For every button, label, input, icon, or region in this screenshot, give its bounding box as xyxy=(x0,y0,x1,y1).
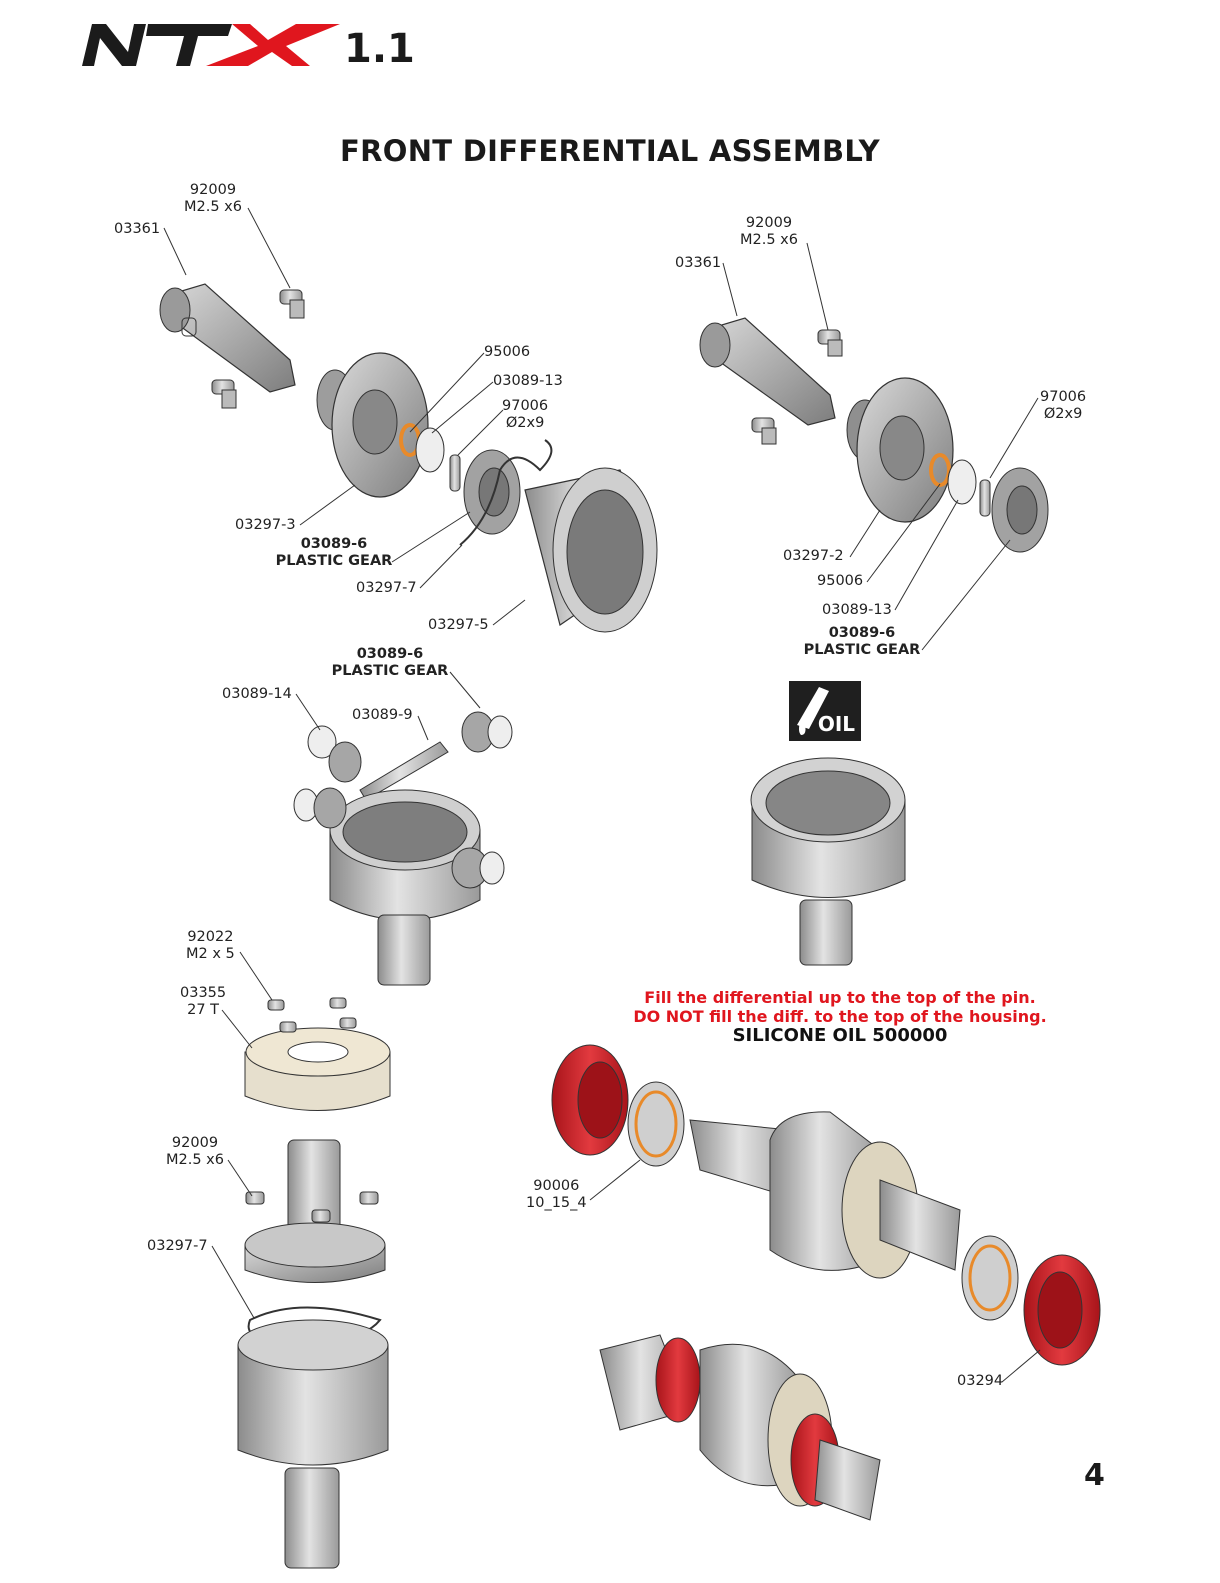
tl-screw-label: 92009 M2.5 x6 xyxy=(184,182,242,216)
tl-pin-code: 97006 xyxy=(502,398,549,414)
ll-screw-label: 92022 M2 x 5 xyxy=(186,929,235,963)
tl-case-label: 03297-3 xyxy=(235,517,296,533)
lower-right-finished-assembly xyxy=(599,1334,881,1521)
tr-screw-size: M2.5 x6 xyxy=(740,232,798,248)
tl-oring-label: 95006 xyxy=(484,344,531,360)
page-number: 4 xyxy=(1084,1458,1105,1493)
top-right-bevel-gear xyxy=(991,467,1049,553)
top-right-screws xyxy=(751,329,843,445)
ll-pulley-teeth: 27 T xyxy=(187,1002,220,1018)
tl-gear-label: 03089-6 PLASTIC GEAR xyxy=(274,536,394,570)
top-left-pin xyxy=(449,454,461,492)
mid-gear-code: 03089-6 xyxy=(356,646,424,662)
lr-bearing-label: 90006 10_15_4 xyxy=(526,1178,587,1212)
oil-can-icon xyxy=(797,687,829,735)
lower-right-bearing-holder-left xyxy=(551,1044,629,1156)
lower-left-pulley xyxy=(244,997,391,1111)
middle-left-diff-internals xyxy=(293,711,513,986)
top-left-screws xyxy=(211,289,305,409)
ll-pulley-label: 03355 27 T xyxy=(180,985,226,1019)
mid-gear-label: 03089-6 PLASTIC GEAR xyxy=(330,646,450,680)
tr-outdrive-label: 03361 xyxy=(675,255,722,271)
tl-housing-label: 03297-5 xyxy=(428,617,489,633)
top-right-oring xyxy=(929,453,951,487)
lr-holder-label: 03294 xyxy=(957,1373,1004,1389)
ntx-logo-mark xyxy=(82,24,340,66)
top-right-outdrive xyxy=(699,317,836,426)
tr-pin-size: Ø2x9 xyxy=(1043,406,1083,422)
tl-gear-code: 03089-6 xyxy=(300,536,368,552)
top-left-outdrive xyxy=(159,283,296,393)
ll-screw-code: 92022 xyxy=(187,929,234,945)
oil-note-line1: Fill the differential up to the top of t… xyxy=(644,988,1036,1007)
ll-gasket-label: 03297-7 xyxy=(147,1238,208,1254)
top-right-washer xyxy=(947,459,977,505)
tl-pin-size: Ø2x9 xyxy=(505,415,545,431)
oil-note-line3: SILICONE OIL 500000 xyxy=(732,1025,948,1046)
ll-screw-size: M2 x 5 xyxy=(186,946,235,962)
tr-oring-label: 95006 xyxy=(817,573,864,589)
lower-left-housing xyxy=(237,1319,389,1569)
tr-washer-label: 03089-13 xyxy=(822,602,892,618)
logo-version: 1.1 xyxy=(344,26,415,72)
oil-icon: OIL xyxy=(789,681,861,741)
tr-gear-label: 03089-6 PLASTIC GEAR xyxy=(802,625,922,659)
ll-screw2-code: 92009 xyxy=(171,1135,219,1151)
tr-pin-label: 97006 Ø2x9 xyxy=(1040,389,1086,423)
leader-lines xyxy=(163,207,1041,1383)
ll-pulley-code: 03355 xyxy=(180,985,227,1001)
tr-pin-code: 97006 xyxy=(1040,389,1087,405)
mid-pin-label: 03089-9 xyxy=(352,707,413,723)
middle-right-diff-filled xyxy=(750,757,906,966)
tr-case-label: 03297-2 xyxy=(783,548,844,564)
lr-bearing-size: 10_15_4 xyxy=(526,1195,587,1211)
tl-screw-code: 92009 xyxy=(189,182,237,198)
top-left-gasket xyxy=(459,439,553,546)
tl-washer-label: 03089-13 xyxy=(493,373,563,389)
page-title: FRONT DIFFERENTIAL ASSEMBLY xyxy=(340,134,880,168)
top-left-diff-case xyxy=(316,352,429,498)
lower-left-diff-with-outdrive xyxy=(244,1139,386,1283)
oil-fill-note: Fill the differential up to the top of t… xyxy=(540,988,1140,1045)
top-left-housing xyxy=(524,467,658,633)
lower-right-bearing-right xyxy=(961,1235,1019,1321)
top-right-diff-case xyxy=(846,377,954,523)
tl-gasket-label: 03297-7 xyxy=(356,580,417,596)
tr-screw-label: 92009 M2.5 x6 xyxy=(740,215,798,249)
top-left-washer xyxy=(415,427,445,473)
top-right-pin xyxy=(979,479,991,517)
mid-gear-name: PLASTIC GEAR xyxy=(331,663,449,679)
tl-outdrive-label: 03361 xyxy=(114,221,161,237)
oil-note-line2: DO NOT fill the diff. to the top of the … xyxy=(633,1007,1047,1026)
top-left-bevel-gear xyxy=(463,449,521,535)
oil-icon-text: OIL xyxy=(817,712,855,736)
lr-bearing-code: 90006 xyxy=(533,1178,580,1194)
mid-washer-label: 03089-14 xyxy=(222,686,292,702)
tr-gear-name: PLASTIC GEAR xyxy=(803,642,921,658)
lower-right-diff-assembly xyxy=(689,1111,961,1279)
ll-screw2-label: 92009 M2.5 x6 xyxy=(166,1135,224,1169)
tl-screw-size: M2.5 x6 xyxy=(184,199,242,215)
tr-gear-code: 03089-6 xyxy=(828,625,896,641)
lower-right-bearing-holder-right xyxy=(1023,1254,1101,1366)
tr-screw-code: 92009 xyxy=(745,215,793,231)
lower-right-bearing-left xyxy=(627,1081,685,1167)
tl-gear-name: PLASTIC GEAR xyxy=(275,553,393,569)
ll-screw2-size: M2.5 x6 xyxy=(166,1152,224,1168)
brand-logo: 1.1 xyxy=(82,22,415,72)
tl-pin-label: 97006 Ø2x9 xyxy=(502,398,548,432)
